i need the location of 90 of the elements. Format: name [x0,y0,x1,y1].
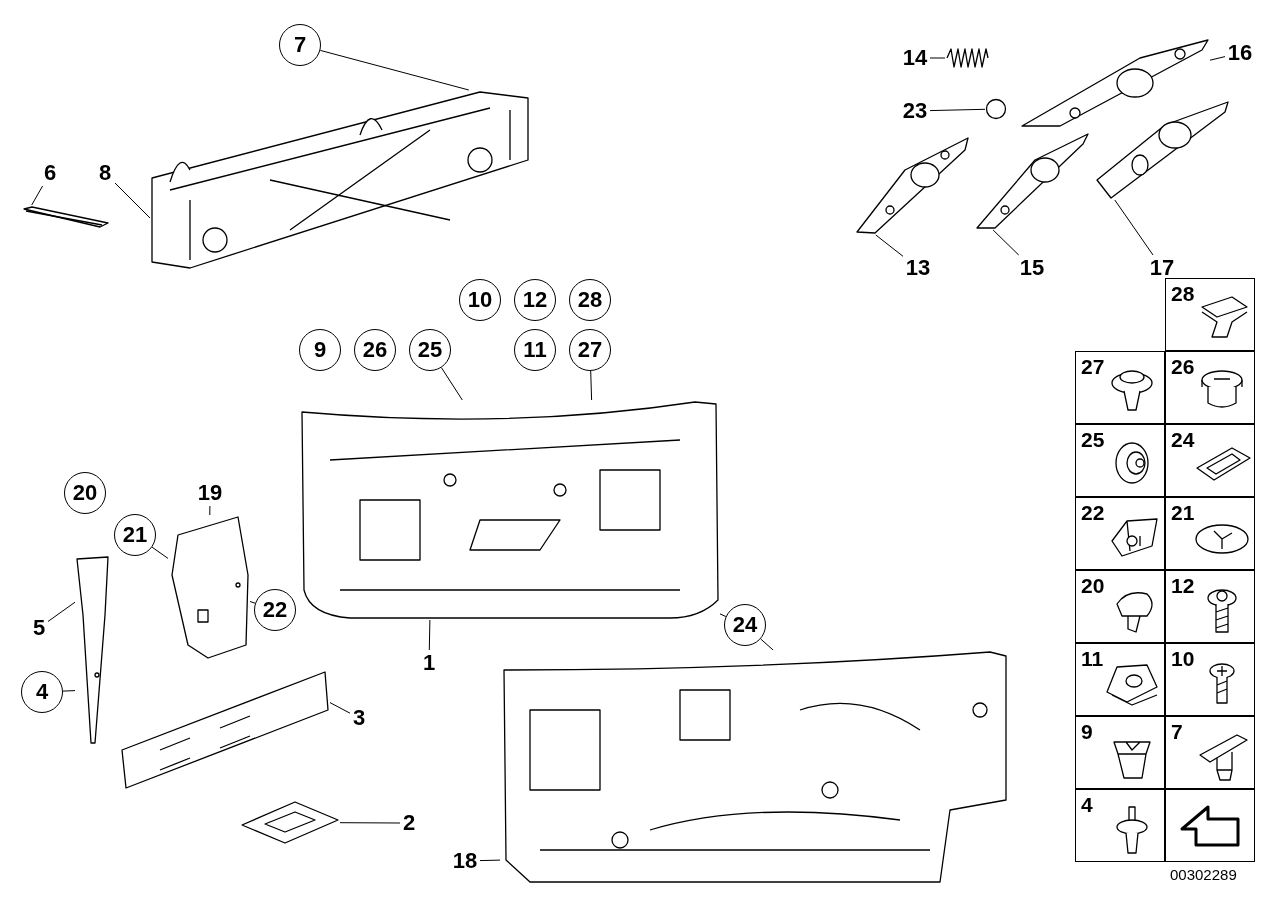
leader-line [339,822,401,824]
leader-line [114,182,151,219]
callout-number: 28 [569,279,611,321]
callout-number: 10 [459,279,501,321]
callout-number: 13 [903,255,933,281]
part-cell [1165,424,1255,497]
callout-number: 2 [400,810,418,836]
part-cell [1075,643,1165,716]
trim-panel-drawing [300,400,720,620]
callout-number: 9 [1081,720,1093,744]
callout-number: 1 [420,650,438,676]
callout-number: 9 [299,329,341,371]
cover-panel-drawing [500,650,1010,885]
callout-number: 26 [1171,355,1195,379]
leader-line [929,57,946,59]
trim-panel-drawing [150,90,530,270]
part-cell [1165,278,1255,351]
callout-number: 12 [514,279,556,321]
leader-line [151,546,169,559]
wedge-drawing [75,555,110,745]
callout-number: 4 [21,671,63,713]
cover-plate-drawing [168,515,250,660]
callout-number: 22 [1081,501,1105,525]
part-cell [1165,643,1255,716]
leader-line [329,702,351,714]
leader-line [875,234,904,257]
leader-line [319,49,470,91]
part-cell [1165,570,1255,643]
part-cell [1075,497,1165,570]
callout-number: 17 [1147,255,1177,281]
part-cell [1165,497,1255,570]
strip-drawing [120,670,330,790]
part-cell [1075,570,1165,643]
callout-number: 21 [114,514,156,556]
callout-number: 27 [1081,355,1105,379]
callout-number: 24 [1171,428,1195,452]
leader-line [479,859,501,862]
leader-line [31,185,44,206]
trim-cover-drawing [1095,100,1230,200]
callout-number: 11 [514,329,556,371]
leader-line [719,613,727,617]
callout-number: 16 [1225,40,1255,66]
leader-line [249,601,256,604]
leader-line [47,601,76,622]
callout-number: 5 [30,615,48,641]
callout-number: 18 [450,848,480,874]
callout-number: 22 [254,589,296,631]
leader-line [590,370,593,401]
callout-number: 3 [350,705,368,731]
callout-number: 21 [1171,501,1195,525]
callout-number: 8 [95,160,115,186]
diagram-number: 00302289 [1170,866,1237,884]
part-cell [1075,351,1165,424]
callout-number: 24 [724,604,766,646]
callout-number: 26 [354,329,396,371]
part-cell [1075,424,1165,497]
callout-number: 20 [1081,574,1105,598]
part-cell [1165,716,1255,789]
cap-drawing [985,98,1007,120]
callout-number: 7 [1171,720,1183,744]
leader-line [62,690,76,692]
part-cell [1075,716,1165,789]
callout-number: 25 [409,329,451,371]
callout-number: 10 [1171,647,1195,671]
part-cell [1165,789,1255,862]
spring-drawing [945,47,990,69]
callout-number: 7 [279,24,321,66]
part-cell [1075,789,1165,862]
callout-number: 4 [1081,793,1093,817]
callout-number: 23 [900,98,930,124]
callout-number: 19 [195,480,225,506]
callout-number: 14 [900,45,930,71]
callout-number: 11 [1081,647,1104,671]
leader-line [428,619,431,651]
leader-line [440,367,463,401]
leader-line [1209,56,1226,61]
callout-number: 27 [569,329,611,371]
leader-line [209,505,211,516]
leader-line [1114,199,1154,256]
callout-number: 12 [1171,574,1195,598]
plate-drawing [240,800,340,845]
callout-number: 20 [64,472,106,514]
leader-line [760,638,774,651]
leader-line [992,229,1020,256]
callout-number: 28 [1171,282,1195,306]
leader-line [929,108,986,112]
callout-number: 15 [1017,255,1047,281]
callout-number: 6 [40,160,60,186]
callout-number: 25 [1081,428,1105,452]
part-cell [1165,351,1255,424]
